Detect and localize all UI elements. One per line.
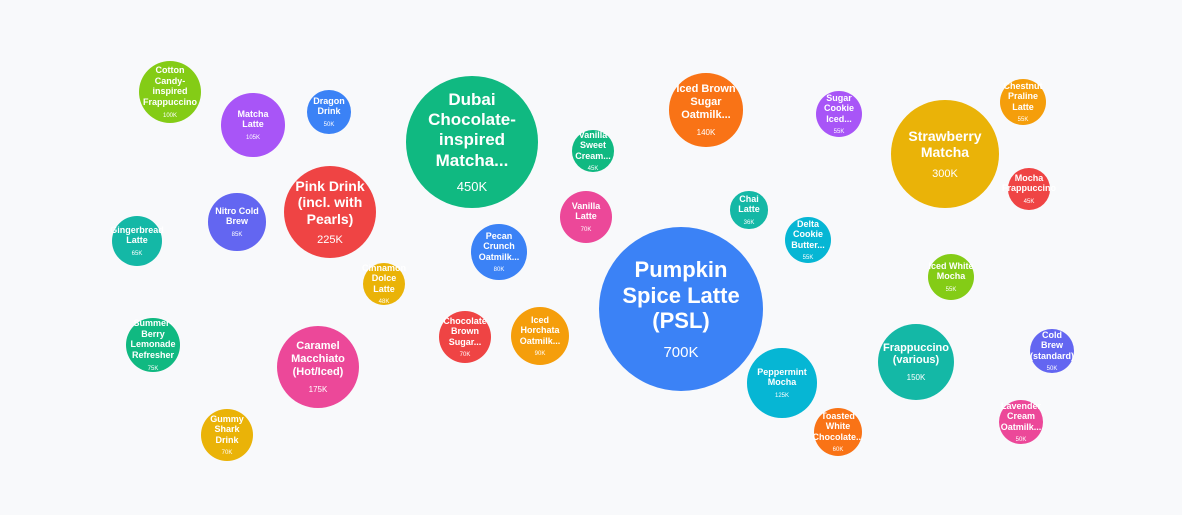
bubble-toasted[interactable]: Toasted White Chocolate... 60K [812,407,864,456]
bubble-label: Vanilla Latte [571,200,601,222]
bubble-chai-latte[interactable]: Chai Latte 36K [730,191,768,229]
bubble-value: 140K [696,127,716,137]
bubble-gingerbread[interactable]: Gingerbread Latte 65K [110,216,164,266]
bubble-cold-brew[interactable]: Cold Brew (standard) 50K [1030,329,1074,373]
bubble-label: Dubai Chocolate-inspired Matcha... [428,90,516,170]
bubble-label: Toasted White Chocolate... [812,410,864,442]
bubble-label: Sugar Cookie Iced... [823,92,854,124]
bubble-value: 55K [833,129,845,136]
bubble-value: 225K [317,234,343,247]
bubble-label: Lavender Cream Oatmilk... [1000,400,1042,432]
bubble-matcha[interactable]: Matcha Latte 105K [221,93,285,157]
bubble-mocha[interactable]: Mocha Frappuccino 45K [1002,168,1056,210]
bubble-value: 70K [459,352,471,359]
bubble-delta[interactable]: Delta Cookie Butter... 55K [785,217,831,263]
bubble-value: 55K [1017,117,1029,124]
bubble-value: 36K [743,220,755,227]
bubble-chestnut[interactable]: Chestnut Praline Latte 55K [1000,79,1046,125]
bubble-value: 105K [245,135,260,142]
bubble-value: 85K [231,232,243,239]
bubble-label: Pink Drink (incl. with Pearls) [295,177,365,227]
bubble-pumpkin[interactable]: Pumpkin Spice Latte (PSL) 700K [599,227,763,391]
bubble-value: 70K [221,450,233,457]
bubble-value: 100K [162,112,177,119]
bubble-label: Chocolate Brown Sugar... [443,315,487,347]
bubble-value: 80K [493,267,505,274]
bubble-label: Chestnut Praline Latte [1003,80,1043,112]
bubble-label: Cold Brew (standard) [1029,329,1074,361]
bubble-label: Caramel Macchiato (Hot/Iced) [291,340,345,378]
bubble-value: 50K [323,122,335,129]
bubble-label: Chai Latte [738,193,760,215]
bubble-value: 60K [832,447,844,454]
bubble-value: 55K [802,255,814,262]
bubble-iced-white[interactable]: Iced White Mocha 55K [928,254,974,300]
bubble-cotton[interactable]: Cotton Candy-inspired Frappuccino 100K [139,61,201,123]
bubble-label: Pumpkin Spice Latte (PSL) [622,256,740,334]
bubble-label: Nitro Cold Brew [215,205,259,227]
bubble-value: 48K [378,299,390,306]
bubble-value: 75K [147,365,159,372]
bubble-value: 65K [131,251,143,258]
bubble-label: Iced Brown Sugar Oatmilk... [676,83,736,121]
bubble-label: Peppermint Mocha [757,366,807,388]
bubble-label: Matcha Latte [237,108,269,130]
bubble-frappuccino[interactable]: Frappuccino (various) 150K [878,324,954,400]
bubble-value: 45K [587,166,599,173]
bubble-value: 55K [945,287,957,294]
bubble-chocolate[interactable]: Chocolate Brown Sugar... 70K [439,311,491,363]
bubble-value: 45K [1023,199,1035,206]
bubble-summer-berry[interactable]: Summer-Berry Lemonade Refresher 75K [126,318,180,372]
bubble-label: Summer-Berry Lemonade Refresher [130,318,176,361]
bubble-label: Vanilla Sweet Cream... [575,129,611,161]
bubble-vanilla[interactable]: Vanilla Sweet Cream... 45K [572,130,614,172]
bubble-pecan[interactable]: Pecan Crunch Oatmilk... 80K [471,224,527,280]
bubble-label: Frappuccino (various) [882,341,949,367]
bubble-label: Iced Horchata Oatmilk... [519,314,561,346]
bubble-value: 50K [1046,366,1058,373]
bubble-value: 175K [308,384,328,394]
bubble-label: Strawberry Matcha [908,127,982,161]
bubble-sugar[interactable]: Sugar Cookie Iced... 55K [816,91,862,137]
bubble-peppermint[interactable]: Peppermint Mocha 125K [747,348,817,418]
bubble-value: 70K [580,227,592,234]
bubble-value: 90K [534,351,546,358]
bubble-value: 150K [906,373,926,383]
bubble-cinnamon[interactable]: Cinnamon Dolce Latte 48K [361,262,406,306]
bubble-pink-drink[interactable]: Pink Drink (incl. with Pearls) 225K [283,165,377,259]
bubble-lavender[interactable]: Lavender Cream Oatmilk... 50K [999,400,1043,444]
bubble-dubai[interactable]: Dubai Chocolate-inspired Matcha... 450K [406,76,538,208]
bubble-value: 125K [774,393,789,400]
bubble-strawberry[interactable]: Strawberry Matcha 300K [891,100,999,208]
bubble-iced-brown[interactable]: Iced Brown Sugar Oatmilk... 140K [669,73,743,147]
bubble-label: Dragon Drink [313,95,345,117]
bubble-label: Gummy Shark Drink [210,413,244,445]
bubble-label: Cotton Candy-inspired Frappuccino [142,65,197,108]
bubble-gummy[interactable]: Gummy Shark Drink 70K [201,409,253,461]
bubble-label: Mocha Frappuccino [1001,172,1056,194]
bubble-label: Pecan Crunch Oatmilk... [478,230,520,262]
bubble-label: Delta Cookie Butter... [791,218,825,250]
bubble-value: 700K [663,344,699,362]
bubble-label: Iced White Mocha [928,260,974,282]
bubble-value: 300K [932,168,958,180]
bubble-vanilla[interactable]: Vanilla Latte 70K [560,191,612,243]
bubble-value: 50K [1015,437,1027,444]
bubble-dragon[interactable]: Dragon Drink 50K [307,90,351,134]
bubble-value: 450K [456,178,488,194]
bubble-iced[interactable]: Iced Horchata Oatmilk... 90K [510,306,570,366]
bubble-nitro-cold[interactable]: Nitro Cold Brew 85K [208,193,266,251]
bubble-caramel[interactable]: Caramel Macchiato (Hot/Iced) 175K [277,326,359,408]
bubble-label: Cinnamon Dolce Latte [361,262,406,294]
bubble-label: Gingerbread Latte [110,224,164,246]
